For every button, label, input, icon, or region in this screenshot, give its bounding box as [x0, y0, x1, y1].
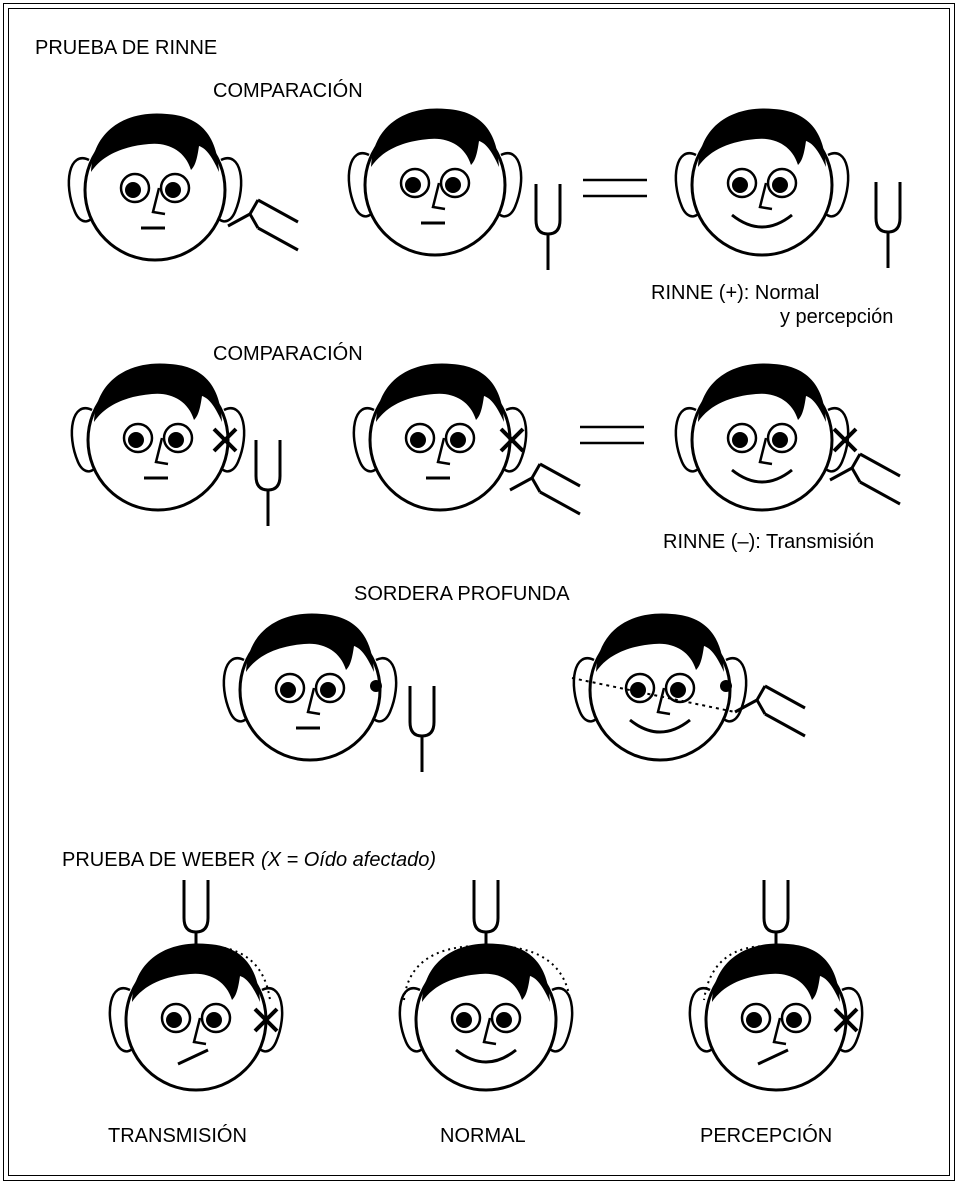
tuning-fork-bone-r2-3 — [828, 452, 902, 506]
face-weber-2 — [398, 941, 574, 1092]
comparison-label-1: COMPARACIÓN — [213, 80, 363, 102]
face-r1-2 — [347, 106, 523, 257]
weber-fork-2 — [472, 880, 500, 950]
face-r1-3 — [674, 106, 850, 257]
ear-plug-icon — [370, 680, 382, 692]
caption-normal: NORMAL — [440, 1125, 526, 1147]
equals-sign-r1 — [581, 178, 649, 198]
rinne-title: PRUEBA DE RINNE — [35, 37, 218, 59]
tuning-fork-bone-r1-1 — [226, 198, 300, 252]
comparison-label-2: COMPARACIÓN — [213, 343, 363, 365]
caption-percepcion: PERCEPCIÓN — [700, 1125, 833, 1147]
outer-frame — [3, 3, 955, 1181]
weber-title-text: PRUEBA DE WEBER — [62, 849, 256, 871]
weber-fork-3 — [762, 880, 790, 950]
rinne-negative-label: RINNE (–): Transmisión — [663, 531, 875, 553]
rinne-positive-label: RINNE (+): Normal — [651, 282, 820, 304]
tuning-fork-air-r2-1 — [254, 438, 282, 528]
face-r2-3 — [674, 361, 850, 512]
equals-sign-r2 — [578, 425, 646, 445]
inner-frame — [8, 8, 950, 1176]
tuning-fork-bone-r2-2 — [508, 462, 582, 516]
weber-legend: (X = Oído afectado) — [260, 849, 437, 871]
face-r1-1 — [67, 111, 243, 262]
tuning-fork-air-deaf-1 — [408, 684, 436, 774]
caption-transmision: TRANSMISIÓN — [108, 1125, 247, 1147]
face-r2-1 — [70, 361, 246, 512]
face-r2-2 — [352, 361, 528, 512]
ear-plug-icon-2 — [720, 680, 732, 692]
tuning-fork-air-r1-2 — [534, 182, 562, 272]
deafness-label: SORDERA PROFUNDA — [354, 583, 570, 605]
weber-title: PRUEBA DE WEBER (X = Oído afectado) — [62, 849, 436, 871]
tuning-fork-air-r1-3 — [874, 180, 902, 270]
face-weber-3 — [688, 941, 864, 1092]
rinne-positive-label-2: y percepción — [780, 306, 894, 328]
x-mark-r2-3 — [832, 427, 858, 453]
weber-fork-1 — [182, 880, 210, 950]
